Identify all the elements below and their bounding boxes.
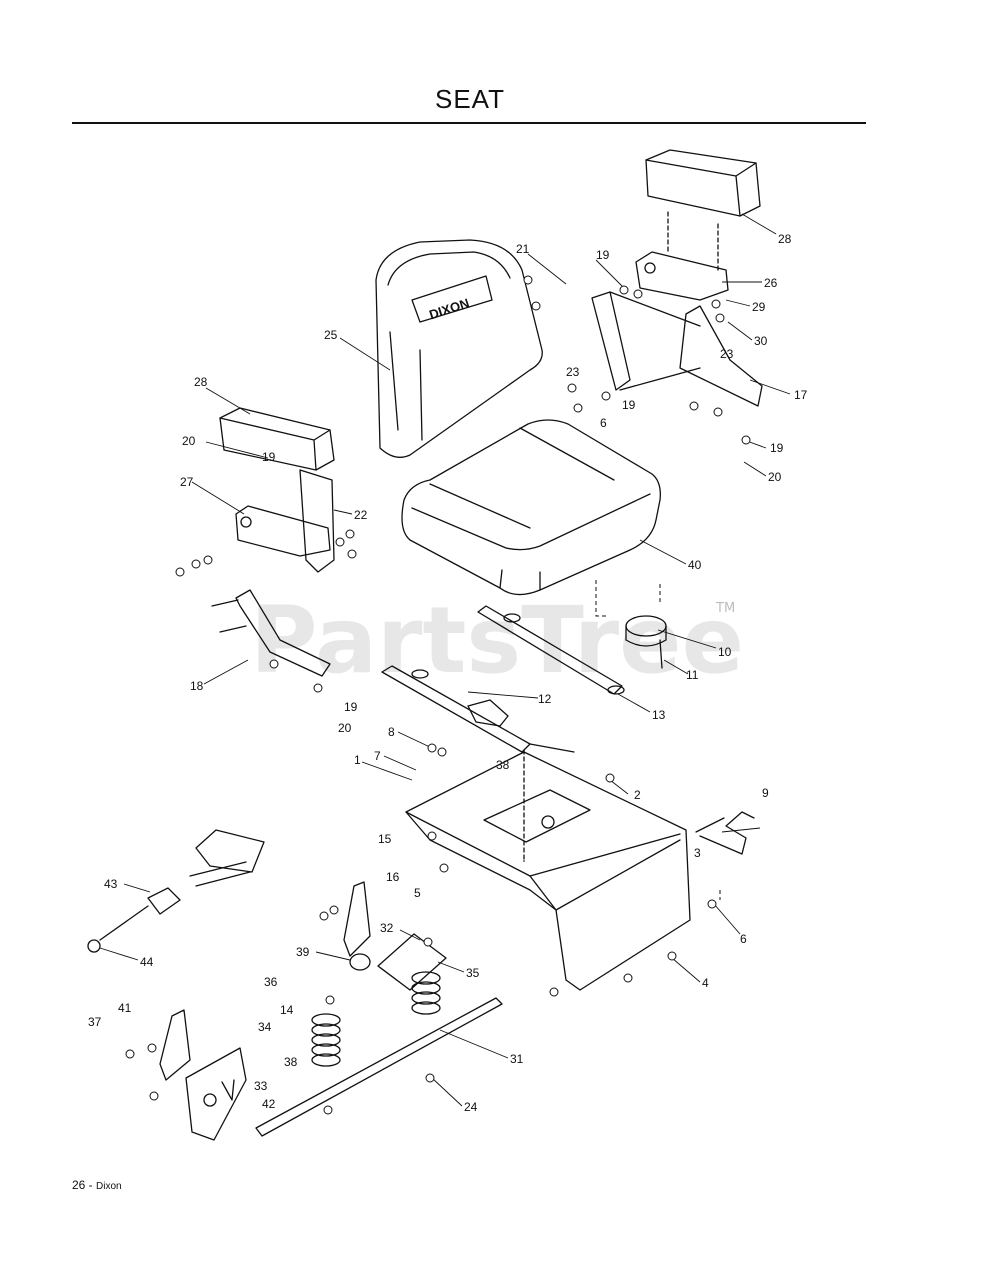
callout-label: 21: [516, 242, 530, 256]
callout-label: 25: [324, 328, 338, 342]
callout-label: 24: [464, 1100, 478, 1114]
callout-label: 36: [264, 975, 278, 989]
callout-label: 9: [762, 786, 769, 800]
seat-back: [375, 239, 543, 458]
callout-label: 16: [386, 870, 400, 884]
callout-label: 34: [258, 1020, 272, 1034]
callout-label: 28: [194, 375, 208, 389]
leader-lines: [99, 213, 791, 1107]
seat-switch: [625, 615, 667, 669]
callout-label: 19: [262, 450, 276, 464]
callout-label: 20: [182, 434, 196, 448]
callout-label: 15: [378, 832, 392, 846]
armrest-pad-right: [645, 149, 761, 217]
suspension-spring-left: [311, 1013, 341, 1067]
seat-back-logo: DIXON: [427, 295, 471, 322]
page-footer: 26 - Dixon: [72, 1178, 122, 1192]
callout-label: 31: [510, 1052, 524, 1066]
callout-label: 23: [566, 365, 580, 379]
callout-label: 6: [600, 416, 607, 430]
callout-label: 4: [702, 976, 709, 990]
callout-label: 35: [466, 966, 480, 980]
page-number: 26 -: [72, 1178, 93, 1192]
footer-brand: Dixon: [96, 1181, 122, 1192]
callout-label: 18: [190, 679, 204, 693]
callout-label: 1: [354, 753, 361, 767]
seat-pan: [405, 749, 691, 991]
callout-label: 38: [496, 758, 510, 772]
callout-label: 12: [538, 692, 552, 706]
armrest-mount-right: [591, 291, 763, 407]
page-title: SEAT: [435, 84, 505, 114]
callout-label: 19: [622, 398, 636, 412]
callout-label: 3: [694, 846, 701, 860]
callout-label: 42: [262, 1097, 276, 1111]
callout-label: 41: [118, 1001, 132, 1015]
callout-label: 7: [374, 749, 381, 763]
callout-label: 2: [634, 788, 641, 802]
callout-label: 32: [380, 921, 394, 935]
callout-label: 8: [388, 725, 395, 739]
callouts: 28 26 21 19 29 30 25 23 23 17 19 6 19 20…: [88, 232, 808, 1114]
callout-label: 38: [284, 1055, 298, 1069]
cross-bar: [255, 997, 503, 1137]
callout-label: 44: [140, 955, 154, 969]
armrest-mount-left: [211, 589, 331, 677]
callout-label: 20: [338, 721, 352, 735]
watermark: PartsTree: [250, 587, 744, 694]
callout-label: 29: [752, 300, 766, 314]
latch-rod: [695, 811, 755, 855]
alignment-lines: [523, 580, 721, 900]
callout-label: 5: [414, 886, 421, 900]
seat-cushion: [401, 419, 661, 596]
callout-label: 14: [280, 1003, 294, 1017]
callout-label: 13: [652, 708, 666, 722]
callout-label: 26: [764, 276, 778, 290]
suspension-spring-right: [411, 971, 441, 1015]
callout-label: 37: [88, 1015, 102, 1029]
callout-label: 23: [720, 347, 734, 361]
armrest-pad-left: [219, 407, 335, 471]
callout-label: 11: [686, 668, 699, 682]
armrest-bracket-left: [235, 469, 335, 573]
callout-label: 33: [254, 1079, 268, 1093]
hardware-parts: [125, 275, 751, 1115]
callout-label: 17: [794, 388, 808, 402]
callout-label: 43: [104, 877, 118, 891]
callout-label: 22: [354, 508, 368, 522]
callout-label: 19: [344, 700, 358, 714]
callout-label: 40: [688, 558, 702, 572]
callout-label: 27: [180, 475, 194, 489]
seat-slide-rails: [381, 605, 625, 753]
armrest-bracket-right: [635, 211, 729, 301]
callout-label: 39: [296, 945, 310, 959]
callout-label: 6: [740, 932, 747, 946]
callout-label: 10: [718, 645, 732, 659]
seat-belt: [87, 829, 265, 953]
watermark-tm: TM: [715, 601, 735, 616]
title-rule: [72, 122, 866, 124]
hinge-bracket-center: [343, 881, 447, 991]
callout-label: 19: [596, 248, 610, 262]
callout-label: 28: [778, 232, 792, 246]
callout-label: 30: [754, 334, 768, 348]
callout-label: 19: [770, 441, 784, 455]
callout-label: 20: [768, 470, 782, 484]
mount-bracket-left: [159, 1009, 247, 1141]
